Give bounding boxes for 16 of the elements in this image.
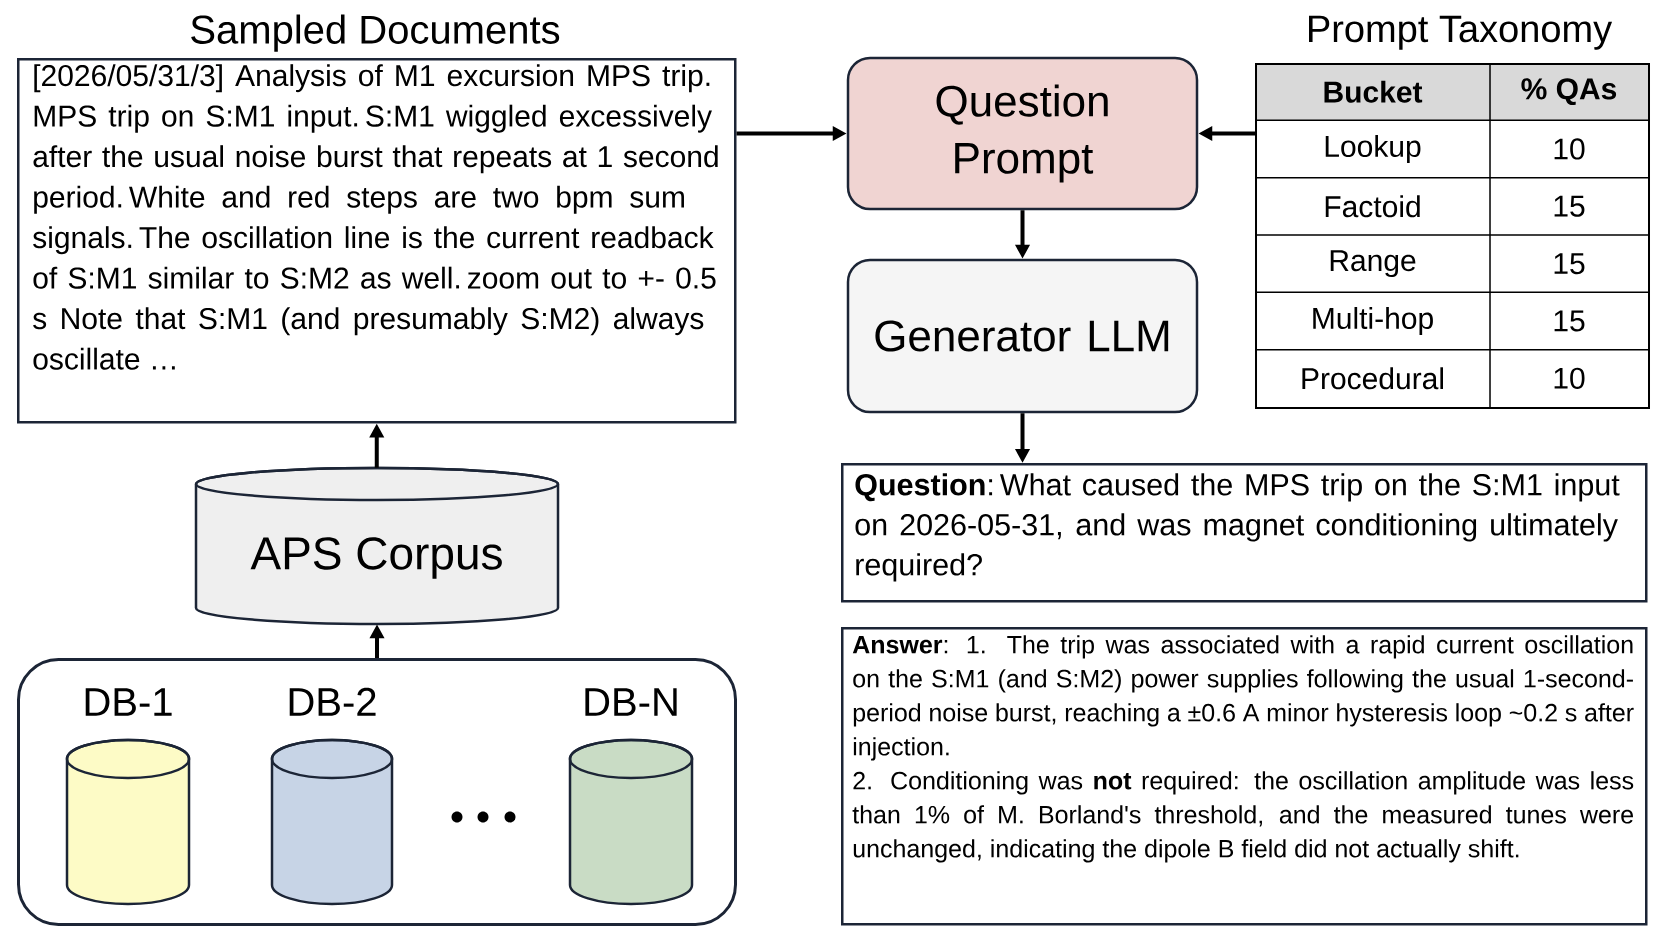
- database-cylinder: APS Corpus: [194, 466, 560, 626]
- database-cylinder: DB-1: [65, 688, 191, 906]
- database-cylinder: DB-N: [568, 688, 694, 906]
- text-box: Question: What caused the MPS trip on the S:M1 input on 2026-05-31, and was magnet conditioning ultimately required?: [841, 463, 1648, 603]
- node-label: Prompt Taxonomy: [1309, 15, 1613, 50]
- text-box: Answer: 1. The trip was associated with a rapid current oscillation on the S:M1 (and S:M2) power supplies following the usual 1-second-period noise burst, reaching a ±0.6 A minor hysteresis loop ~0.2 s after injection. 2. Conditioning was not required: the oscillation amplitude was less than 1% of M. Borland's threshold, and the measured tunes were unchanged, indicating the dipole B field did not actually shift.: [841, 627, 1648, 926]
- document-box: Sampled Documents [2026/05/31/3] Analysis of M1 excursion MPS trip. MPS trip on S:M1 input. S:M1 wiggled excessively after the usual noise burst that repeats at 1 second period. White and red steps are two bpm sum signals. The oscillation line is the current readback of S:M1 similar to S:M2 as well. zoom out to +- 0.5 s Note that S:M1 (and presumably S:M2) always oscillate …: [17, 14, 737, 424]
- database-group-box: [17, 658, 737, 926]
- taxonomy-table: Prompt Taxonomy Bucket % QAs Lookup 10 Factoid 15 Range 15 Multi-hop 15 Procedural 10: [1254, 15, 1650, 409]
- database-cylinder: DB-2: [270, 687, 394, 906]
- node-label: DB-1: [85, 688, 172, 716]
- node-label: DB-2: [289, 687, 376, 716]
- node-label: Sampled Documents: [191, 14, 560, 52]
- process-box: Generator LLM: [846, 258, 1199, 414]
- process-box: Question Prompt: [846, 56, 1199, 211]
- node-label: DB-N: [585, 688, 677, 716]
